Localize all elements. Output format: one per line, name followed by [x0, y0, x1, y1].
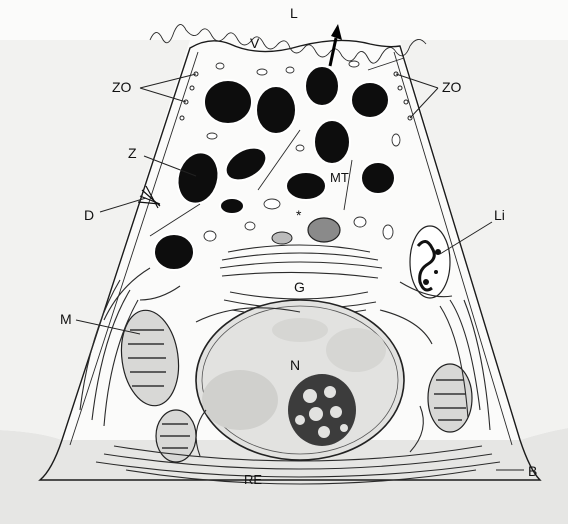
label-desmosome: D	[84, 207, 94, 223]
secretion-arrow	[330, 38, 336, 66]
label-zo-left: ZO	[112, 79, 132, 95]
microvilli	[150, 24, 426, 63]
label-golgi: G	[294, 279, 305, 295]
label-zymogen: Z	[128, 145, 137, 161]
zonula-occludens-right	[394, 72, 412, 120]
condensing-vacuoles	[272, 218, 340, 244]
label-microtubules: MT	[330, 170, 349, 185]
secretion-arrowhead	[331, 24, 342, 40]
label-rough-er: RE	[244, 472, 262, 487]
nucleolus	[288, 374, 356, 446]
label-lipofuscin: Li	[494, 207, 505, 223]
label-microvilli: V	[250, 35, 260, 51]
label-basal-lamina: B	[528, 463, 537, 479]
label-nucleus: N	[290, 357, 300, 373]
label-zo-right: ZO	[442, 79, 462, 95]
nucleus	[196, 300, 404, 460]
mitochondrion-right	[428, 364, 472, 432]
asterisk-mark: *	[296, 207, 302, 223]
mitochondrion-left	[116, 307, 185, 410]
label-lumen: L	[290, 5, 298, 21]
label-mitochondrion: M	[60, 311, 72, 327]
lipofuscin-body	[410, 226, 450, 298]
